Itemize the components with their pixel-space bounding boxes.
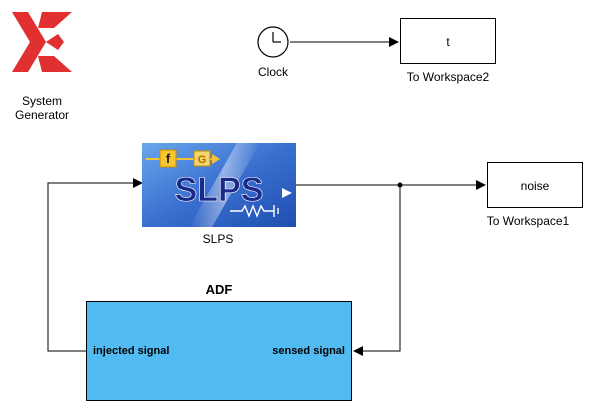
system-generator-label-line1: System	[21, 94, 62, 108]
to-workspace2-label: To Workspace2	[406, 70, 490, 84]
clock-label: Clock	[257, 65, 288, 79]
adf-input-port-injected-signal: injected signal	[93, 345, 170, 357]
slps-title: SLPS	[175, 171, 264, 209]
to-workspace2-variable: t	[446, 35, 450, 49]
adf-output-port-sensed-signal: sensed signal	[272, 345, 345, 357]
slps-label: SLPS	[202, 232, 234, 246]
system-generator-label: System Generator	[4, 94, 80, 122]
system-generator-logo-icon[interactable]	[12, 12, 72, 72]
adf-title: ADF	[205, 282, 233, 297]
adf-to-slps-line[interactable]	[47, 178, 143, 352]
to-workspace1-variable: noise	[520, 179, 550, 193]
system-generator-label-line2: Generator	[14, 108, 70, 122]
adf-block[interactable]: injected signal sensed signal	[86, 301, 352, 401]
slps-badge-f: f	[166, 151, 171, 166]
clock-icon[interactable]	[256, 25, 290, 59]
to-workspace1-label: To Workspace1	[486, 214, 570, 228]
to-workspace1-block[interactable]: noise	[487, 162, 583, 208]
to-workspace2-block[interactable]: t	[400, 18, 496, 64]
slps-block[interactable]: f G SLPS	[142, 143, 296, 227]
feedback-to-adf-line[interactable]	[353, 185, 401, 356]
slps-badge-g: G	[198, 154, 207, 166]
